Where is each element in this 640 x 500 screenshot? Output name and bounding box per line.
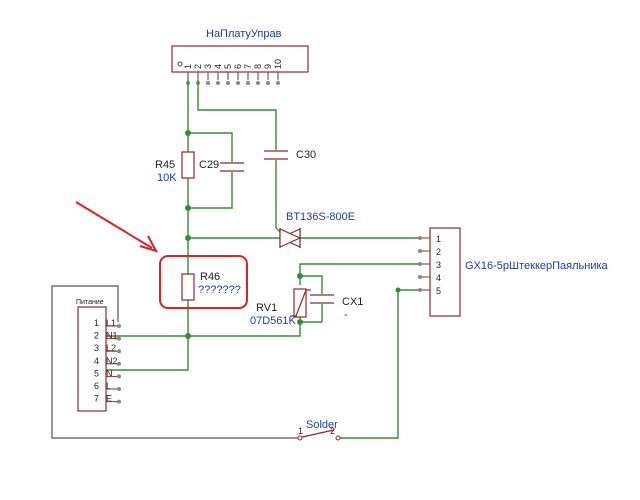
solder-pin2: 2 [330,426,335,436]
rv1-value: 07D561K [250,315,297,327]
power-pin-end-7 [117,399,121,404]
c30-ref: C30 [296,149,316,161]
control-pin-label-8: 8 [253,64,263,69]
solder-pin1: 1 [298,426,303,436]
control-pin-end-9 [266,81,270,85]
power-pin-number-1: 1 [94,318,99,328]
power-pin-number-4: 4 [94,356,99,366]
r45-ref: R45 [155,159,175,171]
power-pin-end-6 [117,387,121,391]
socket-pin-end-3 [418,262,422,266]
control-pin-label-6: 6 [233,64,243,69]
solder-ref: Solder [306,419,338,431]
control-pin-label-9: 9 [263,64,273,69]
socket-pin-label-5: 5 [436,286,441,296]
control-connector-label: НаПлатуУправ [206,28,282,40]
r46-value: ??????? [198,284,241,296]
r45-resistor[interactable] [181,151,195,179]
cx1-value: - [344,309,348,321]
power-pin-end-5 [117,374,121,379]
control-pin-label-5: 5 [223,64,233,69]
control-pin-end-4 [216,81,220,85]
power-pin-number-2: 2 [94,331,99,341]
socket-pin-label-1: 1 [436,234,441,244]
power-pin-number-3: 3 [94,343,99,353]
control-pin-end-6 [236,81,240,85]
power-pin-signal-7: E [106,394,112,404]
control-pin-label-3: 3 [203,64,213,69]
solder-switch[interactable] [297,429,341,441]
power-pin-signal-5: N [106,368,113,378]
socket-pin-label-2: 2 [436,247,441,257]
power-pin-number-5: 5 [94,368,99,378]
power-pin-number-6: 6 [94,381,99,391]
rv1-ref: RV1 [256,302,277,314]
socket-pin-end-5 [418,288,422,292]
r46-highlight-box [159,255,248,309]
socket-pin-label-3: 3 [436,260,441,270]
c29-capacitor[interactable] [220,162,244,172]
socket-pin-end-2 [418,249,422,253]
highlight-arrow [75,201,159,253]
control-pin-end-3 [206,81,210,85]
rv1-varistor[interactable] [290,288,311,318]
control-pin-end-5 [226,81,230,85]
power-pin-end-4 [117,361,121,366]
control-pin-label-2: 2 [193,64,203,69]
power-pin-signal-4: N2 [106,356,118,366]
power-pin-number-7: 7 [94,394,99,404]
cx1-capacitor[interactable] [310,294,334,304]
control-pin-end-8 [256,81,260,85]
power-connector-title: Питание [76,299,104,306]
cx1-ref: CX1 [342,296,363,308]
power-pin-signal-3: L2 [106,343,116,353]
r46-ref: R46 [200,271,220,283]
control-pin-label-1: 1 [183,64,193,69]
power-pin-end-3 [117,349,121,354]
triac[interactable] [278,228,302,248]
power-pin-signal-2: N1 [106,331,118,341]
socket-connector[interactable]: 1 2 3 4 5 [418,227,461,317]
socket-connector-label: GX16-5рШтеккерПаяльника [465,260,609,272]
r46-resistor[interactable] [181,273,195,301]
r45-value: 10K [157,172,177,184]
control-pin-label-7: 7 [243,64,253,69]
control-pin-label-10: 10 [273,59,283,69]
triac-ref: BT136S-800E [286,211,355,223]
power-pin-end-2 [117,336,121,341]
control-pin-end-7 [246,81,250,85]
power-pin-signal-6: L [106,381,111,391]
c29-ref: C29 [199,159,219,171]
socket-pin-label-4: 4 [436,273,441,283]
power-pin-signal-1: L1 [106,318,116,328]
control-pin-end-10 [276,81,280,85]
power-pin-end-1 [117,324,121,328]
junctions [185,130,401,339]
socket-pin-end-4 [418,275,422,279]
control-pin-label-4: 4 [213,64,223,69]
socket-pin-end-1 [418,236,422,240]
c30-capacitor[interactable] [264,150,288,160]
